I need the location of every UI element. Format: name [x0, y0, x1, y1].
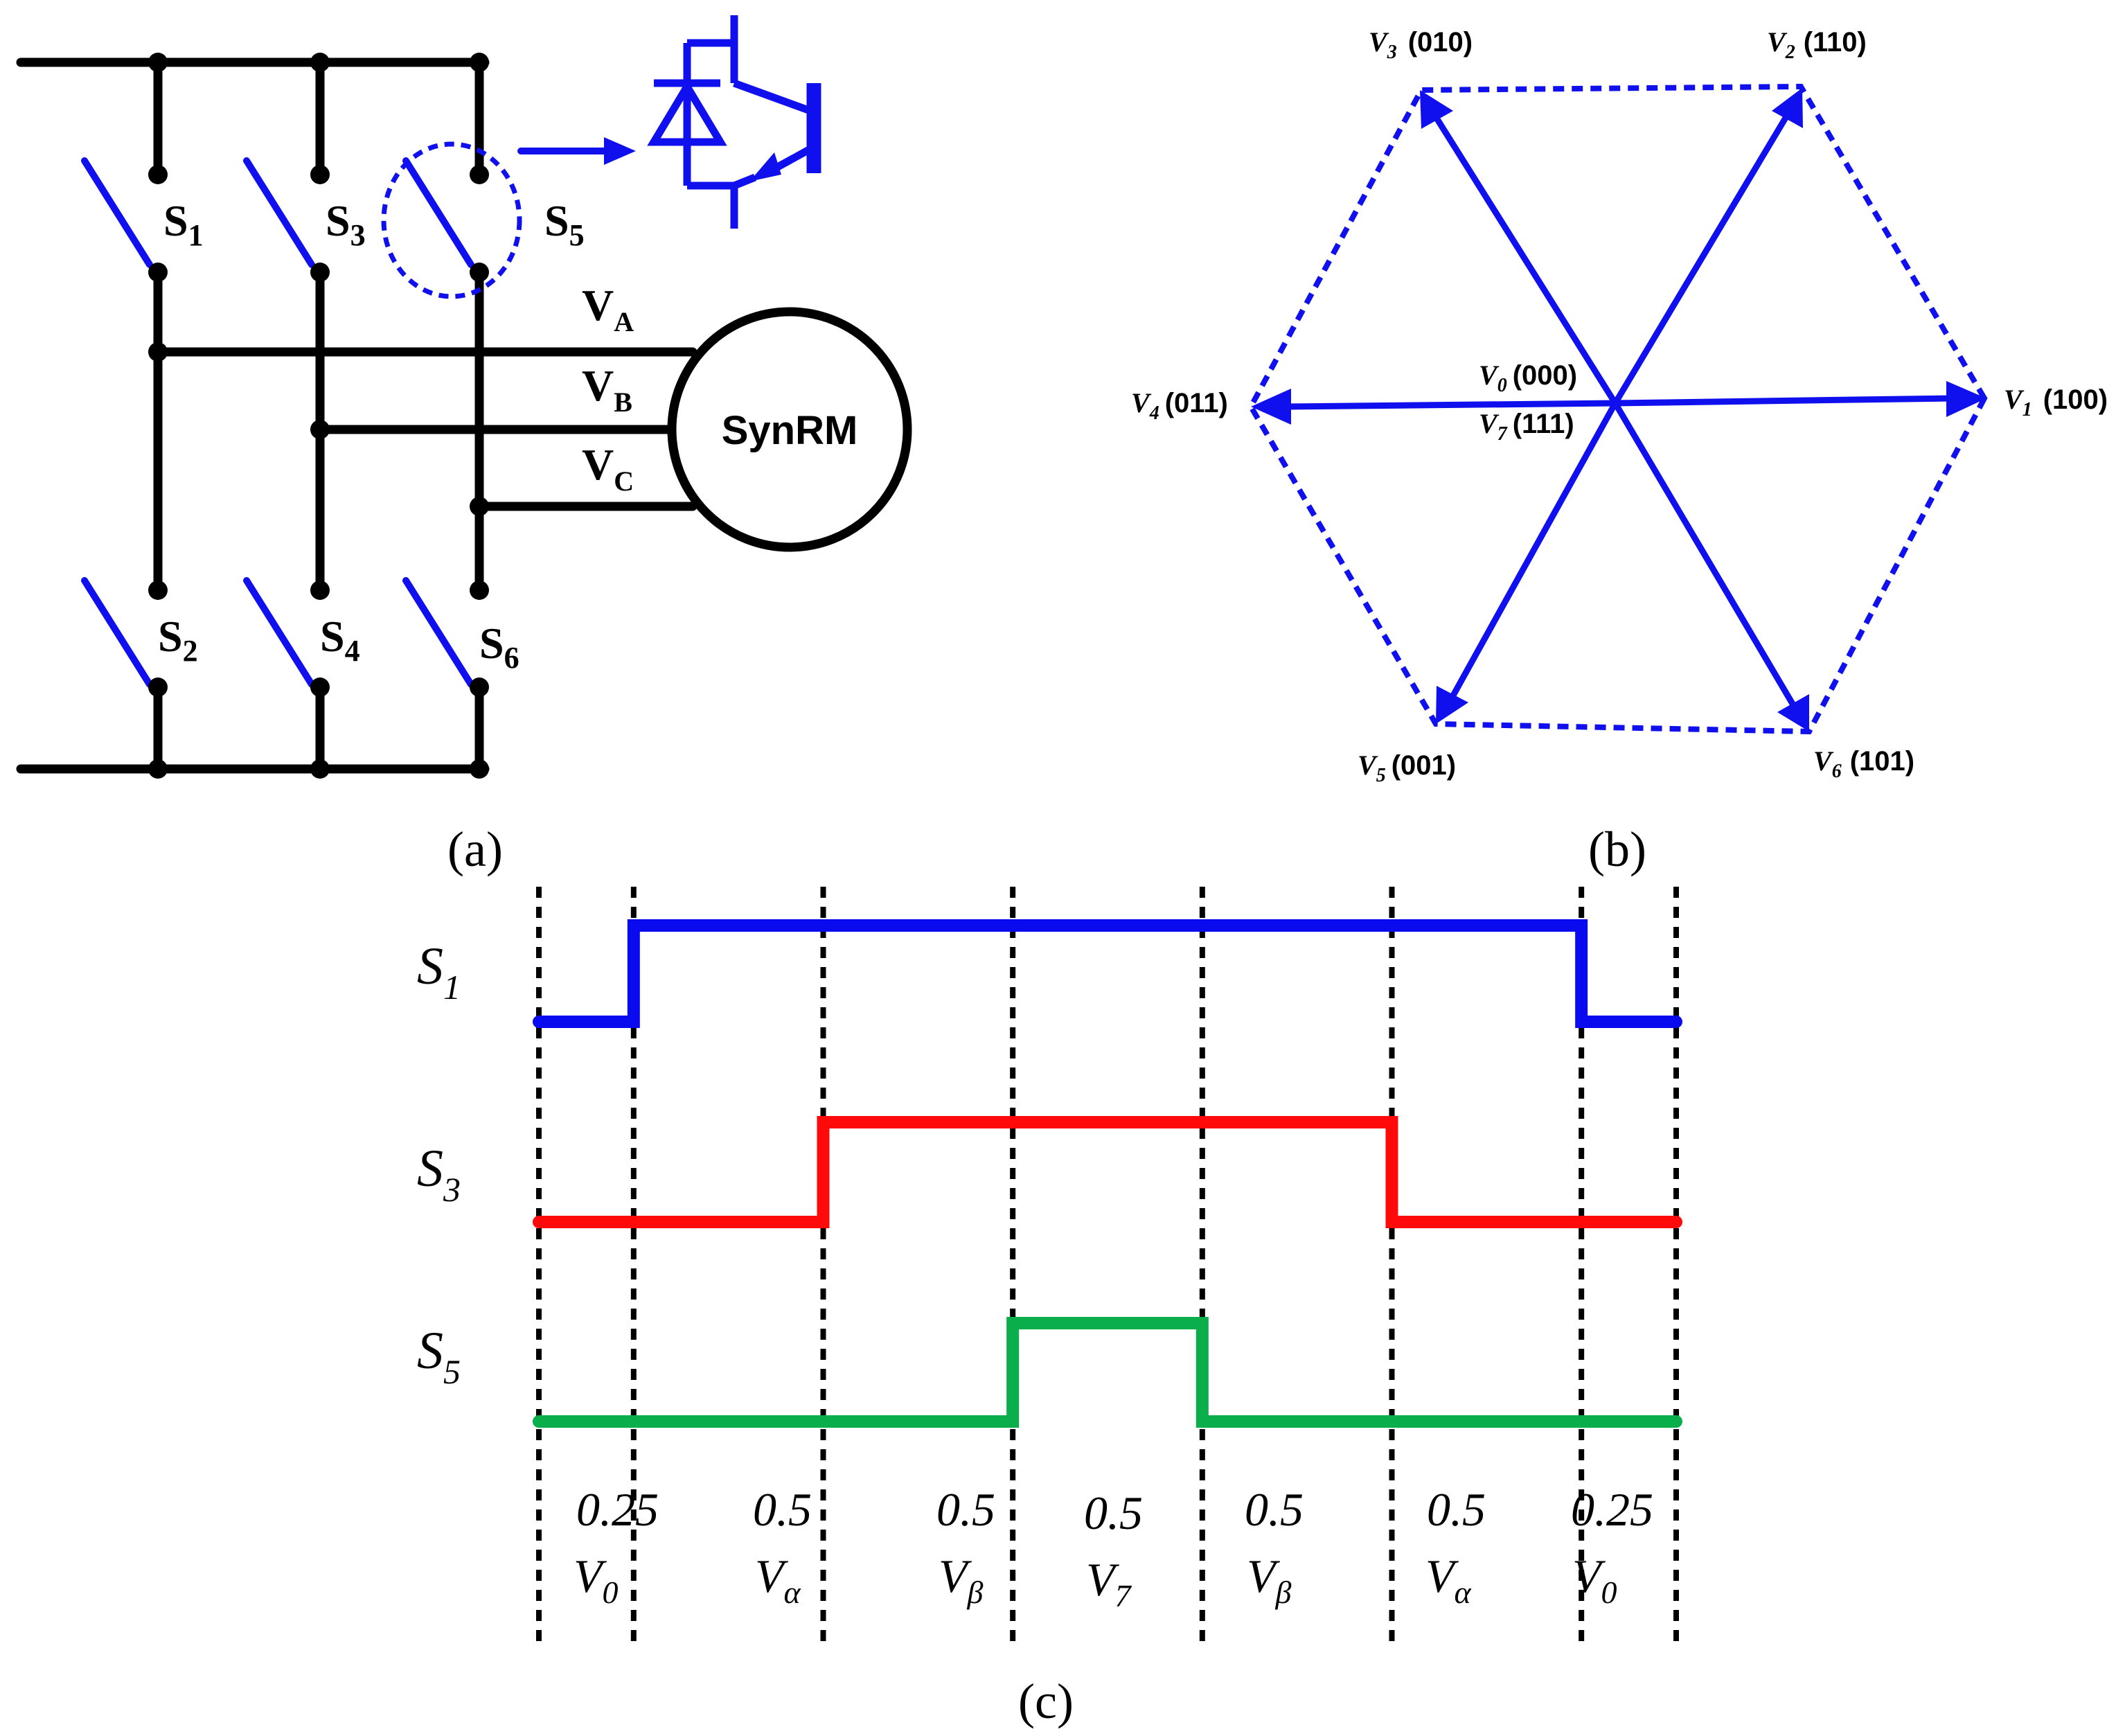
label-va: VA: [582, 281, 634, 337]
label-v0: V0(000): [1479, 360, 1577, 396]
vector-arrows: [1251, 88, 1986, 732]
interval-5-weight: 0.5: [1245, 1483, 1304, 1536]
signal-label-s3: S3: [417, 1140, 461, 1209]
label-v7: V7(111): [1479, 408, 1574, 445]
switching-timing-diagram: S1 S3 S5 0.25 V0 0.5 Vα 0.5 Vβ 0.5 V7 0.…: [417, 887, 1682, 1729]
vector-v1-arrow: [1615, 395, 1953, 407]
label-s3: S3: [326, 196, 366, 252]
node-bottom-b: [310, 759, 330, 779]
switch-s4-blade: [243, 577, 315, 688]
switch-s5-blade: [402, 157, 474, 268]
label-vc: VC: [582, 440, 634, 497]
label-v3: V3(010): [1369, 26, 1473, 63]
interval-6-vector: Vα: [1425, 1550, 1472, 1610]
waveform-s5: [533, 1317, 1682, 1428]
vector-v1-head: [1946, 381, 1986, 417]
label-v4: V4(011): [1131, 387, 1228, 424]
junction-dots: [148, 53, 489, 779]
inverter-circuit: S1 S3 S5 S2 S4 S6 VA VB VC SynRM: [16, 15, 912, 877]
node-s2-top: [148, 581, 168, 600]
motor-label: SynRM: [722, 408, 858, 453]
interval-7-weight: 0.25: [1571, 1483, 1653, 1536]
vector-v5-head: [1436, 686, 1468, 724]
node-s4-top: [310, 581, 330, 600]
vector-v4-arrow: [1285, 400, 1616, 410]
vector-v4-head: [1251, 389, 1291, 425]
interval-2-weight: 0.5: [753, 1483, 812, 1536]
caption-a: (a): [447, 822, 503, 877]
switch-s3-blade: [243, 157, 315, 268]
vector-v2-arrow: [1612, 116, 1788, 405]
label-v5: V5(001): [1358, 750, 1456, 786]
switch-s2-blade: [81, 577, 153, 688]
node-s1-bottom: [148, 263, 168, 282]
label-s1: S1: [163, 196, 204, 252]
caption-b: (b): [1588, 822, 1646, 877]
node-s3-top: [310, 165, 330, 184]
interval-4-weight: 0.5: [1084, 1487, 1143, 1539]
vector-v6-head: [1777, 694, 1809, 732]
signal-label-s1: S1: [417, 937, 461, 1007]
node-phase-c: [470, 497, 489, 516]
interval-3-weight: 0.5: [936, 1483, 995, 1536]
interval-1-vector: V0: [574, 1550, 619, 1610]
space-vector-diagram: V1(100) V2(110) V3(010) V4(011) V5(001) …: [1131, 26, 2108, 877]
signal-label-s5: S5: [417, 1322, 461, 1391]
vector-v6-arrow: [1612, 401, 1795, 706]
label-v2: V2(110): [1767, 26, 1867, 63]
vector-v3-head: [1420, 90, 1453, 129]
interval-6-weight: 0.5: [1427, 1483, 1486, 1536]
interval-3-vector: Vβ: [939, 1550, 984, 1610]
label-v1: V1(100): [2004, 384, 2108, 420]
switch-s1-blade: [81, 157, 153, 268]
node-phase-a: [148, 342, 168, 362]
label-vb: VB: [582, 361, 632, 418]
waveform-s3: [533, 1116, 1682, 1228]
node-bottom-a: [148, 759, 168, 779]
label-s5: S5: [544, 196, 585, 252]
vector-v3-arrow: [1434, 117, 1618, 405]
interval-2-vector: Vα: [755, 1550, 801, 1610]
caption-c: (c): [1018, 1674, 1074, 1729]
label-v6: V6(101): [1813, 745, 1914, 782]
vector-v5-arrow: [1450, 401, 1618, 698]
waveform-s1: [533, 919, 1682, 1028]
interval-7-vector: V0: [1572, 1550, 1617, 1610]
s5-detail-arrow-head: [604, 137, 636, 165]
label-s6: S6: [479, 619, 519, 675]
s5-highlight-circle: [381, 141, 522, 299]
node-top-a: [148, 53, 168, 72]
node-phase-b: [310, 420, 330, 439]
interval-1-weight: 0.25: [576, 1483, 659, 1536]
node-s4-bottom: [310, 677, 330, 697]
switch-s6-blade: [402, 577, 474, 688]
igbt-emitter-arrow: [749, 152, 781, 181]
node-top-c: [470, 53, 489, 72]
node-s3-bottom: [310, 263, 330, 282]
node-s1-top: [148, 165, 168, 184]
label-s2: S2: [158, 612, 198, 668]
node-s2-bottom: [148, 677, 168, 697]
interval-labels: 0.25 V0 0.5 Vα 0.5 Vβ 0.5 V7 0.5 Vβ 0.5 …: [574, 1483, 1653, 1613]
igbt-diode-icon: [647, 15, 821, 229]
motor-circle: [667, 307, 912, 552]
vector-v2-head: [1772, 88, 1803, 128]
node-s5-top: [470, 165, 489, 184]
interval-4-vector: V7: [1086, 1553, 1132, 1613]
node-s5-bottom: [470, 263, 489, 282]
node-s6-top: [470, 581, 489, 600]
node-s6-bottom: [470, 677, 489, 697]
interval-5-vector: Vβ: [1247, 1550, 1292, 1610]
node-top-b: [310, 53, 330, 72]
label-s4: S4: [320, 612, 360, 668]
node-bottom-c: [470, 759, 489, 779]
